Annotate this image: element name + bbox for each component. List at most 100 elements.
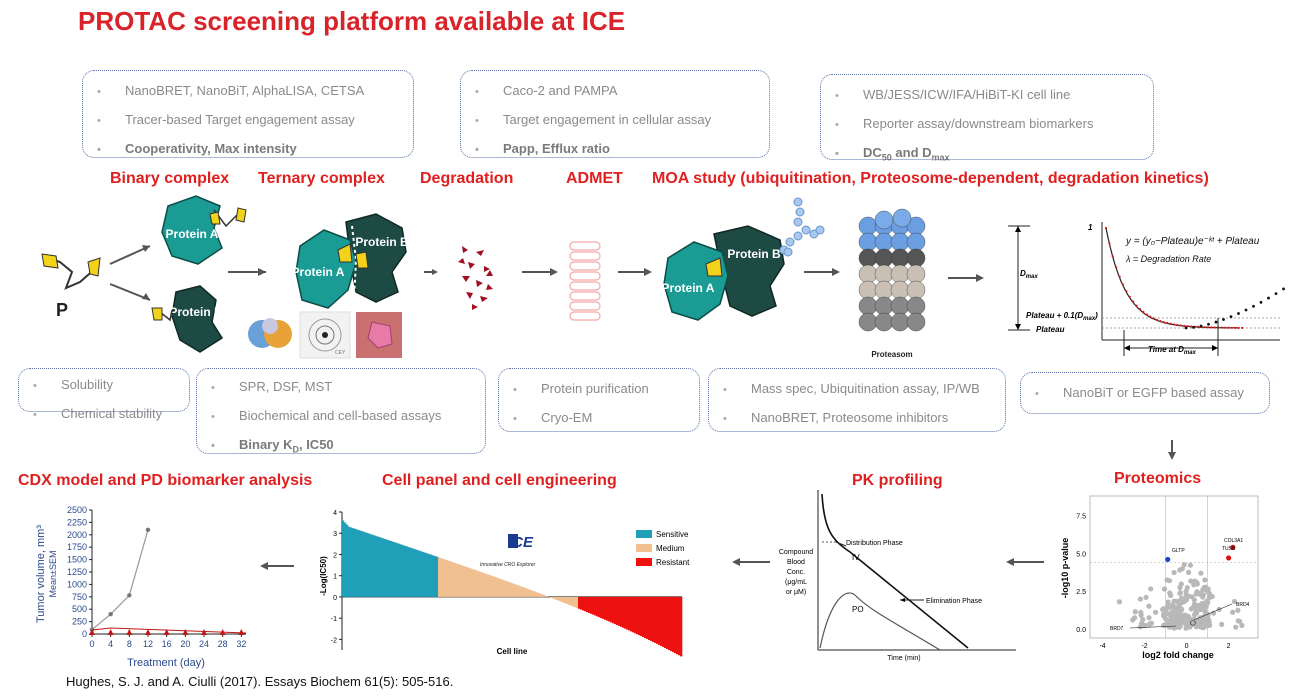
ice-logo: ICE Innovative CRO Explorer <box>480 534 536 568</box>
tumor-xtick: 24 <box>199 639 209 649</box>
heading-proteomics: Proteomics <box>1114 470 1202 487</box>
panel-xlabel: Cell line <box>497 647 528 656</box>
top-box-binary: NanoBRET, NanoBiT, AlphaLISA, CETSATrace… <box>82 70 414 158</box>
protac-molecule: P <box>41 253 101 320</box>
protein-a-binary: Protein A <box>161 195 247 265</box>
volcano-xtick: -4 <box>1099 643 1105 650</box>
arrow-to-admet <box>522 268 558 276</box>
degraded-fragments <box>458 246 493 310</box>
bullet-item: Solubility <box>33 371 179 400</box>
tumor-xtick: 32 <box>236 639 246 649</box>
bullet-item: Protein purification <box>513 375 689 404</box>
top-box-moa: WB/JESS/ICW/IFA/HiBiT-KI cell lineReport… <box>820 74 1154 163</box>
svg-text:Protein A: Protein A <box>292 265 345 279</box>
svg-text:Proteasom: Proteasom <box>871 350 912 359</box>
svg-text:Protein A: Protein A <box>662 281 715 295</box>
panel-legend-item: Medium <box>656 544 685 553</box>
panel-ytick: 2 <box>333 552 337 559</box>
bullet-item: Target engagement in cellular assay <box>475 106 759 135</box>
bullet-item: NanoBiT or EGFP based assay <box>1035 379 1259 408</box>
svg-text:TUSB: TUSB <box>1222 546 1236 552</box>
panel-ytick: -1 <box>331 616 337 623</box>
tumor-xtick: 0 <box>89 639 94 649</box>
tumor-xtick: 12 <box>143 639 153 649</box>
diffraction-image: CEY <box>299 311 351 359</box>
tumor-ytick: 2500 <box>67 505 87 515</box>
svg-text:λ = Degradation Rate: λ = Degradation Rate <box>1125 254 1211 264</box>
heading-admet: ADMET <box>566 170 623 187</box>
svg-text:PO: PO <box>852 605 864 614</box>
citation: Hughes, S. J. and A. Ciulli (2017). Essa… <box>66 674 454 689</box>
heading-binary: Binary complex <box>110 170 230 187</box>
panel-ytick: 0 <box>333 595 337 602</box>
volcano-xtick: 2 <box>1227 643 1231 650</box>
ternary-complex: Protein B Protein A <box>292 213 409 309</box>
protein-structure-image <box>244 312 296 358</box>
tumor-ytick: 500 <box>72 604 87 614</box>
proteasome-icon: Proteasom <box>858 208 926 359</box>
tumor-xtick: 20 <box>180 639 190 649</box>
pk-ylabel-line: Compound <box>779 549 813 556</box>
panel-ylabel: -Log(IC50) <box>319 556 328 596</box>
tumor-xtick: 16 <box>162 639 172 649</box>
bullet-item: Binary KD, IC50 <box>211 431 475 464</box>
svg-text:Plateau: Plateau <box>1036 325 1065 334</box>
heading-cdx: CDX model and PD biomarker analysis <box>18 472 313 489</box>
svg-text:Protein B: Protein B <box>169 305 223 319</box>
bullet-item: Chemical stability <box>33 400 179 429</box>
arrow-to-proteasome <box>804 268 840 276</box>
volcano-xtick: -2 <box>1141 643 1147 650</box>
panel-ytick: 1 <box>333 574 337 581</box>
svg-text:BRD7: BRD7 <box>1110 626 1124 632</box>
bullet-item: NanoBRET, Proteosome inhibitors <box>723 404 995 433</box>
volcano-ylabel: -log10 p-value <box>1060 538 1070 599</box>
arrow-to-panel <box>732 558 770 566</box>
lower-figures: Tumor volume, mm³ Mean±SEM 0250500750100… <box>35 440 1259 669</box>
bottom-box-binary-assays: SPR, DSF, MSTBiochemical and cell-based … <box>196 368 486 455</box>
protein-b-binary: Protein B <box>151 285 224 353</box>
bullet-item: Mass spec, Ubiquitination assay, IP/WB <box>723 375 995 404</box>
tumor-ytick: 1250 <box>67 567 87 577</box>
volcano-xtick: 0 <box>1185 643 1189 650</box>
svg-text:Distribution Phase: Distribution Phase <box>846 540 903 547</box>
svg-text:Protein A: Protein A <box>166 227 219 241</box>
mechanism-diagram: P Protein A Protein B Protein B Protein … <box>41 195 1285 359</box>
tumor-ytick: 2000 <box>67 530 87 540</box>
tumor-ytick: 750 <box>72 592 87 602</box>
svg-text:1: 1 <box>1088 223 1093 232</box>
bullet-item: Papp, Efflux ratio <box>475 135 759 164</box>
page-title: PROTAC screening platform available at I… <box>78 6 626 36</box>
tumor-ylabel: Tumor volume, mm³ <box>35 525 47 623</box>
pk-ylabel-line: or μM) <box>786 589 806 596</box>
heading-moa: MOA study (ubiquitination, Proteosome-de… <box>652 170 1209 187</box>
tumor-xtick: 4 <box>108 639 113 649</box>
bullet-item: Cooperativity, Max intensity <box>97 135 403 164</box>
heading-ternary: Ternary complex <box>258 170 385 187</box>
svg-text:GLTP: GLTP <box>1172 548 1185 554</box>
bullet-item: Reporter assay/downstream biomarkers <box>835 110 1143 139</box>
tumor-volume-chart: Tumor volume, mm³ Mean±SEM 0250500750100… <box>35 505 246 669</box>
tumor-ytick: 1500 <box>67 555 87 565</box>
pk-ylabel-line: (μg/mL <box>785 579 807 586</box>
degradation-kinetics-plot: 1 Dmax Plateau + 0.1(Dmax) Plateau y = (… <box>1008 222 1285 356</box>
membrane-bilayer-icon <box>569 241 601 321</box>
svg-text:IV: IV <box>852 553 860 562</box>
pk-ylabel-line: Blood <box>787 559 805 566</box>
arrow-up <box>109 245 151 265</box>
panel-legend-item: Sensitive <box>656 530 689 539</box>
tumor-ytick: 1750 <box>67 542 87 552</box>
arrow-down-proteomics <box>1168 440 1176 460</box>
svg-text:Time at Dmax: Time at Dmax <box>1148 345 1197 356</box>
tumor-ytick: 2250 <box>67 517 87 527</box>
svg-text:Dmax: Dmax <box>1020 269 1038 280</box>
svg-text:Protein B: Protein B <box>355 235 409 249</box>
arrow-to-pk <box>1006 558 1044 566</box>
tumor-ytick: 0 <box>82 629 87 639</box>
bullet-item: Cryo-EM <box>513 404 689 433</box>
crystal-image <box>356 312 402 358</box>
svg-text:Innovative CRO Explorer: Innovative CRO Explorer <box>480 562 536 568</box>
volcano-ytick: 5.0 <box>1076 551 1086 558</box>
bottom-box-structural: Protein purificationCryo-EM <box>498 368 700 432</box>
